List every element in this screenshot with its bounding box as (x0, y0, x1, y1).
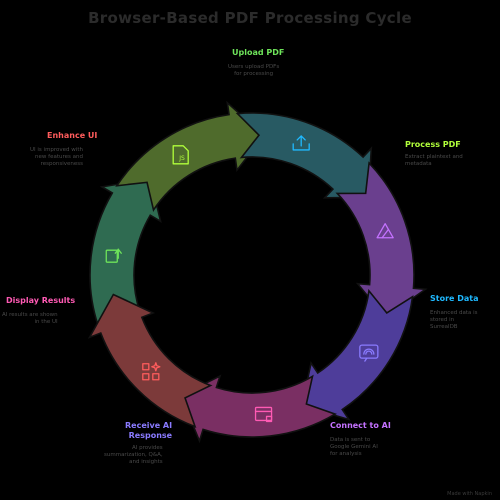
upload-tray-icon (292, 135, 310, 151)
window-grid-icon (254, 406, 273, 423)
step-label-connect-to-ai: Connect to AI (330, 421, 391, 430)
step-desc-enhance-ui: UI is improved with new features and res… (30, 147, 83, 167)
step-label-display-results: Display Results (6, 296, 76, 305)
step-desc-connect-to-ai: Data is sent to Google Gemini AI for ana… (330, 437, 378, 457)
step-desc-receive-ai-response: AI provides summarization, Q&A, and insi… (104, 445, 163, 465)
svg-text:JS: JS (178, 155, 185, 162)
step-desc-store-data: Enhanced data is stored in SurrealDB (430, 310, 478, 330)
note-arrow-icon (105, 248, 122, 263)
js-file-icon: JS (172, 145, 189, 165)
step-label-enhance-ui: Enhance UI (47, 131, 98, 140)
step-desc-process-pdf: Extract plaintext and metadata (405, 154, 463, 167)
step-label-store-data: Store Data (430, 294, 479, 303)
drive-triangle-icon (376, 223, 394, 239)
diagram-title: Browser-Based PDF Processing Cycle (88, 9, 412, 27)
cycle-segment-receive-ai-response (300, 288, 414, 421)
cycle-segment-store-data (235, 112, 373, 199)
step-desc-upload-pdf: Users upload PDFs for processing (228, 64, 280, 77)
cycle-segment-enhance-ui (87, 293, 213, 429)
step-desc-display-results: AI results are shown in the UI (2, 312, 58, 325)
message-rainbow-icon (359, 344, 379, 362)
step-label-process-pdf: Process PDF (405, 140, 461, 149)
credit-text: Made with Napkin (447, 491, 492, 497)
step-label-upload-pdf: Upload PDF (232, 48, 285, 57)
apps-grid-icon (142, 362, 161, 381)
step-label-receive-ai-response: Receive AI Response (125, 421, 173, 440)
